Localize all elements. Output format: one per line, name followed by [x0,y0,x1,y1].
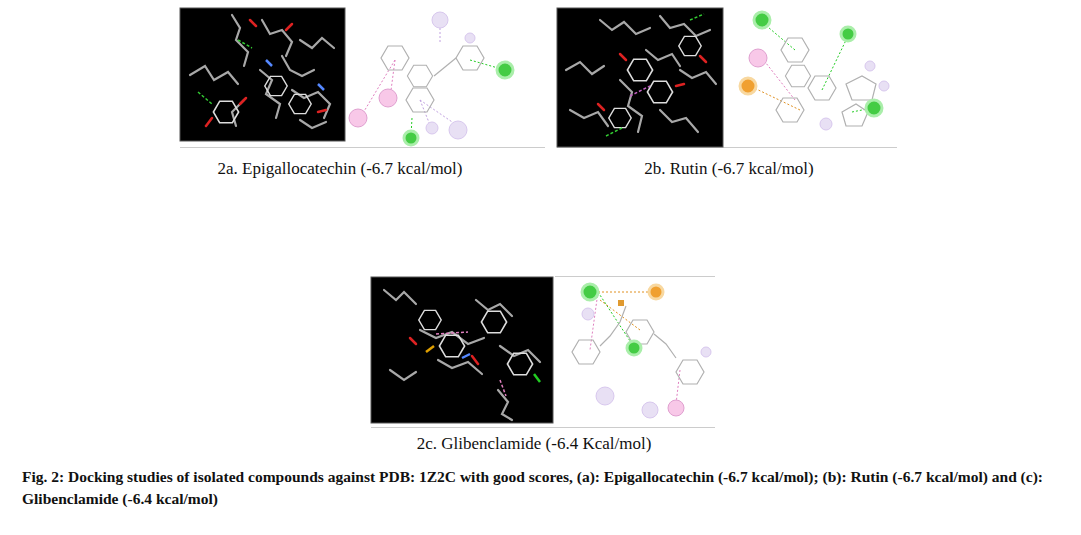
interaction-map [349,12,513,145]
docking-render [371,277,553,423]
docking-render [557,8,723,147]
docking-render [180,8,345,141]
panel-label: 2a. Epigallocatechin (-6.7 kcal/mol) [218,159,463,179]
figure-caption: Fig. 2: Docking studies of isolated comp… [22,466,1067,510]
panel-rules [180,148,897,428]
interaction-map [740,12,889,130]
interaction-map [572,284,711,418]
panel-label: 2b. Rutin (-6.7 kcal/mol) [644,159,814,179]
panel-label: 2c. Glibenclamide (-6.4 Kcal/mol) [417,434,652,454]
